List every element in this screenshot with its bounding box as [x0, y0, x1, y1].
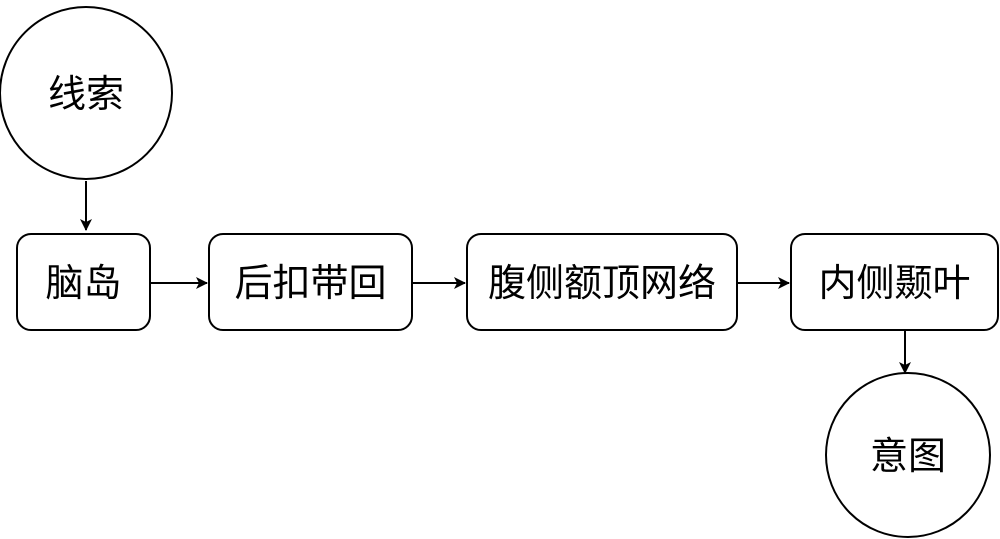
node-clue: 线索 [0, 6, 173, 180]
node-pcc: 后扣带回 [208, 233, 413, 331]
node-vfpn: 腹侧额顶网络 [466, 233, 738, 331]
node-insula: 脑岛 [16, 233, 151, 331]
node-pcc-label: 后扣带回 [234, 261, 386, 305]
node-intent: 意图 [825, 372, 991, 538]
node-insula-label: 脑岛 [45, 261, 121, 305]
node-vfpn-label: 腹侧额顶网络 [488, 261, 716, 305]
node-clue-label: 线索 [48, 72, 124, 116]
node-intent-label: 意图 [870, 434, 946, 478]
node-mtl: 内侧颞叶 [790, 233, 999, 331]
node-mtl-label: 内侧颞叶 [818, 261, 970, 305]
